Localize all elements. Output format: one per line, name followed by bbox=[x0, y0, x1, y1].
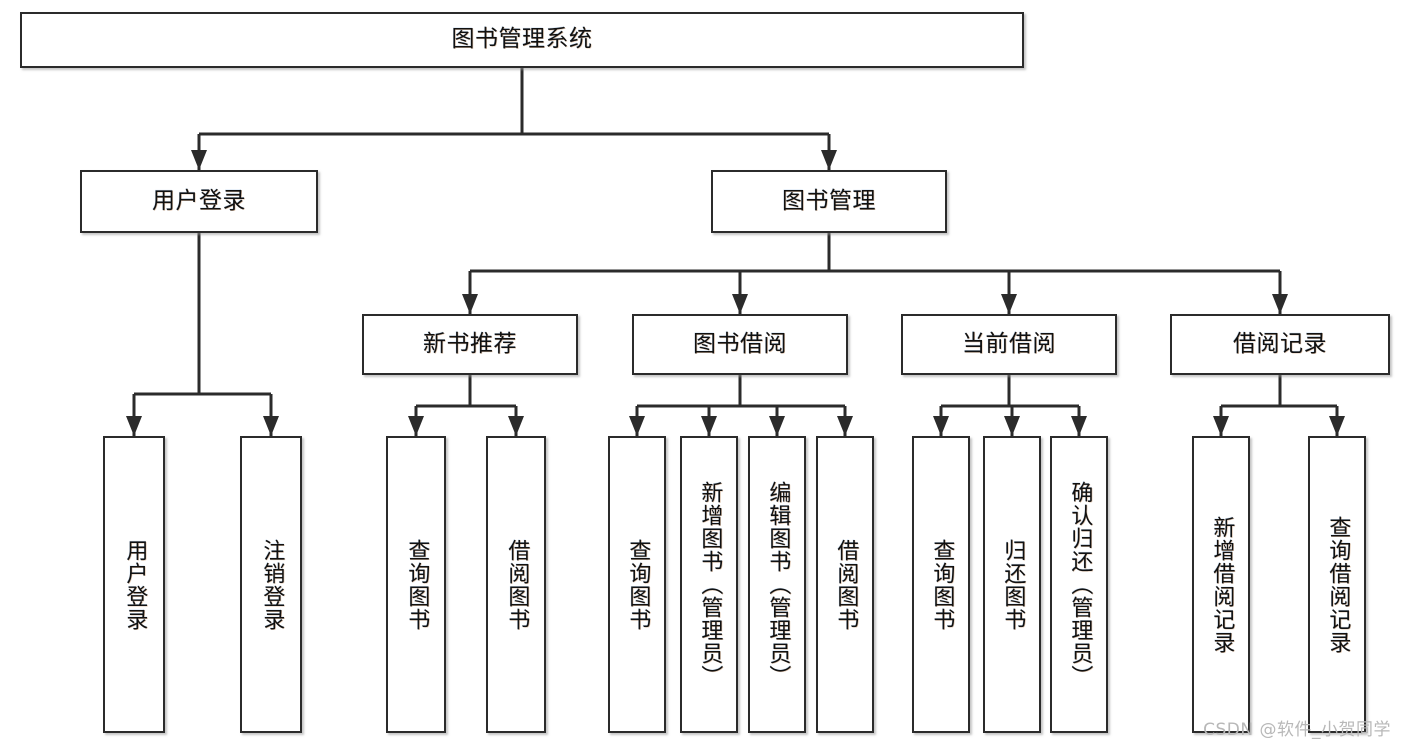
node-box-leaf-query-book-2[interactable]: 查询图书 bbox=[608, 436, 666, 733]
node-box-leaf-add-book[interactable]: 新增图书（管理员） bbox=[680, 436, 738, 733]
node-box-leaf-query-book-1[interactable]: 查询图书 bbox=[386, 436, 446, 733]
node-box-book-manage[interactable]: 图书管理 bbox=[711, 170, 947, 233]
watermark-label: CSDN @软件_小贺同学 bbox=[1203, 720, 1391, 740]
arrow-head-leaf-query-book-3 bbox=[933, 416, 949, 436]
node-label-leaf-confirm-return: 确认归还（管理员） bbox=[1067, 481, 1093, 688]
node-box-leaf-query-record[interactable]: 查询借阅记录 bbox=[1308, 436, 1366, 733]
node-label-leaf-borrow-book-2: 借阅图书 bbox=[833, 538, 859, 631]
node-box-leaf-confirm-return[interactable]: 确认归还（管理员） bbox=[1050, 436, 1108, 733]
node-box-root[interactable]: 图书管理系统 bbox=[20, 12, 1024, 68]
node-label-leaf-user-login: 用户登录 bbox=[122, 538, 148, 631]
node-label-leaf-query-book-3: 查询图书 bbox=[929, 538, 955, 631]
arrow-head-leaf-edit-book bbox=[769, 416, 785, 436]
arrow-head-leaf-user-login bbox=[126, 416, 142, 436]
node-label-leaf-query-book-2: 查询图书 bbox=[625, 538, 651, 631]
node-box-leaf-borrow-book-2[interactable]: 借阅图书 bbox=[816, 436, 874, 733]
node-label-borrow-record: 借阅记录 bbox=[1233, 330, 1327, 357]
node-label-leaf-query-book-1: 查询图书 bbox=[404, 538, 430, 631]
arrow-head-borrow-record bbox=[1272, 294, 1288, 314]
node-box-book-borrow[interactable]: 图书借阅 bbox=[632, 314, 848, 375]
arrow-head-book-borrow bbox=[732, 294, 748, 314]
node-label-user-login: 用户登录 bbox=[152, 187, 246, 214]
node-box-leaf-edit-book[interactable]: 编辑图书（管理员） bbox=[748, 436, 806, 733]
arrow-head-leaf-add-record bbox=[1213, 416, 1229, 436]
arrow-head-new-book-rec bbox=[462, 294, 478, 314]
node-label-leaf-query-record: 查询借阅记录 bbox=[1325, 515, 1351, 654]
node-box-leaf-query-book-3[interactable]: 查询图书 bbox=[912, 436, 970, 733]
arrow-head-leaf-query-book-1 bbox=[408, 416, 424, 436]
arrow-head-current-borrow bbox=[1001, 294, 1017, 314]
arrow-head-leaf-query-record bbox=[1329, 416, 1345, 436]
node-label-leaf-edit-book: 编辑图书（管理员） bbox=[765, 481, 791, 688]
arrow-head-book-manage bbox=[821, 150, 837, 170]
node-label-book-borrow: 图书借阅 bbox=[693, 330, 787, 357]
node-box-leaf-borrow-book-1[interactable]: 借阅图书 bbox=[486, 436, 546, 733]
arrow-head-user-login bbox=[191, 150, 207, 170]
node-box-leaf-user-logout[interactable]: 注销登录 bbox=[240, 436, 302, 733]
node-label-leaf-borrow-book-1: 借阅图书 bbox=[504, 538, 530, 631]
node-box-leaf-add-record[interactable]: 新增借阅记录 bbox=[1192, 436, 1250, 733]
node-label-root: 图书管理系统 bbox=[451, 26, 593, 53]
node-box-new-book-rec[interactable]: 新书推荐 bbox=[362, 314, 578, 375]
arrow-head-leaf-query-book-2 bbox=[629, 416, 645, 436]
arrow-head-leaf-borrow-book-2 bbox=[837, 416, 853, 436]
arrow-head-leaf-return-book bbox=[1004, 416, 1020, 436]
node-box-user-login[interactable]: 用户登录 bbox=[80, 170, 318, 233]
arrow-head-leaf-user-logout bbox=[263, 416, 279, 436]
node-label-leaf-return-book: 归还图书 bbox=[1000, 538, 1026, 631]
node-label-new-book-rec: 新书推荐 bbox=[423, 330, 517, 357]
node-box-current-borrow[interactable]: 当前借阅 bbox=[901, 314, 1117, 375]
arrow-head-leaf-confirm-return bbox=[1071, 416, 1087, 436]
arrow-head-leaf-add-book bbox=[701, 416, 717, 436]
arrow-head-leaf-borrow-book-1 bbox=[508, 416, 524, 436]
node-label-leaf-user-logout: 注销登录 bbox=[259, 538, 285, 631]
node-label-current-borrow: 当前借阅 bbox=[962, 330, 1056, 357]
node-box-leaf-user-login[interactable]: 用户登录 bbox=[103, 436, 165, 733]
node-box-leaf-return-book[interactable]: 归还图书 bbox=[983, 436, 1041, 733]
node-label-leaf-add-book: 新增图书（管理员） bbox=[697, 481, 723, 688]
node-box-borrow-record[interactable]: 借阅记录 bbox=[1170, 314, 1390, 375]
node-label-leaf-add-record: 新增借阅记录 bbox=[1209, 515, 1235, 654]
node-label-book-manage: 图书管理 bbox=[782, 187, 876, 214]
